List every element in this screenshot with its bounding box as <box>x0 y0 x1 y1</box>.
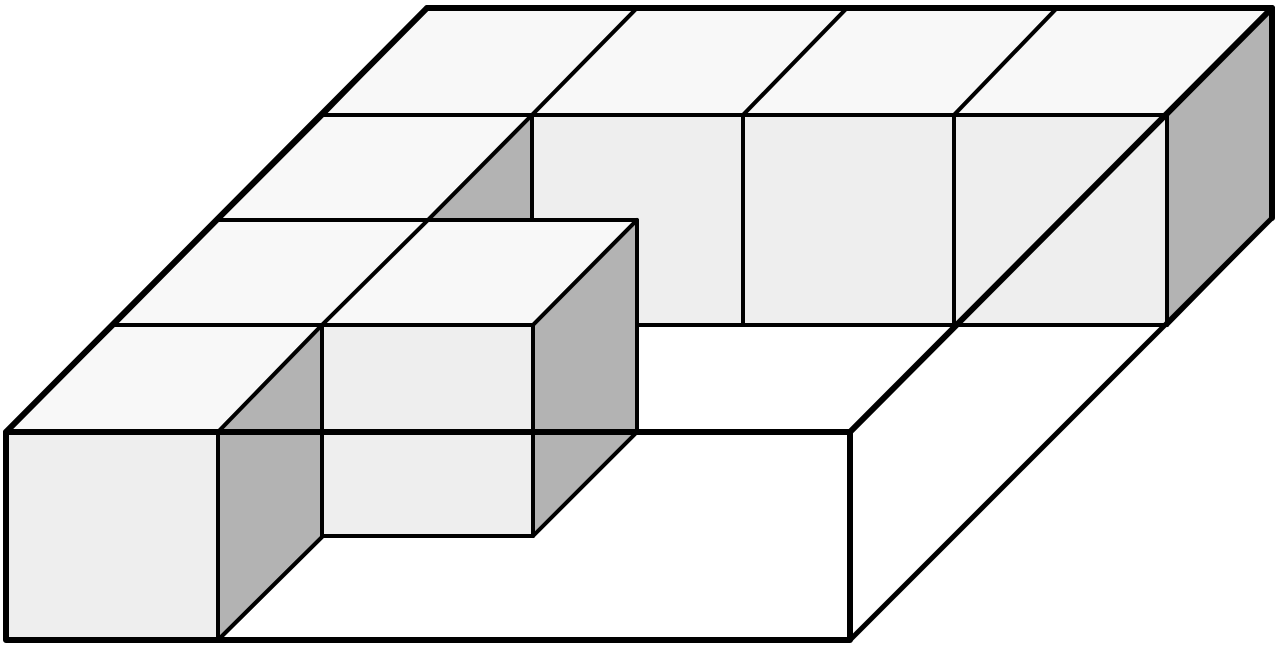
outer-box-frame <box>3 5 1275 643</box>
cube-front-face <box>741 113 956 327</box>
hollow-edges <box>216 323 1169 642</box>
cube-front-face <box>4 430 220 642</box>
